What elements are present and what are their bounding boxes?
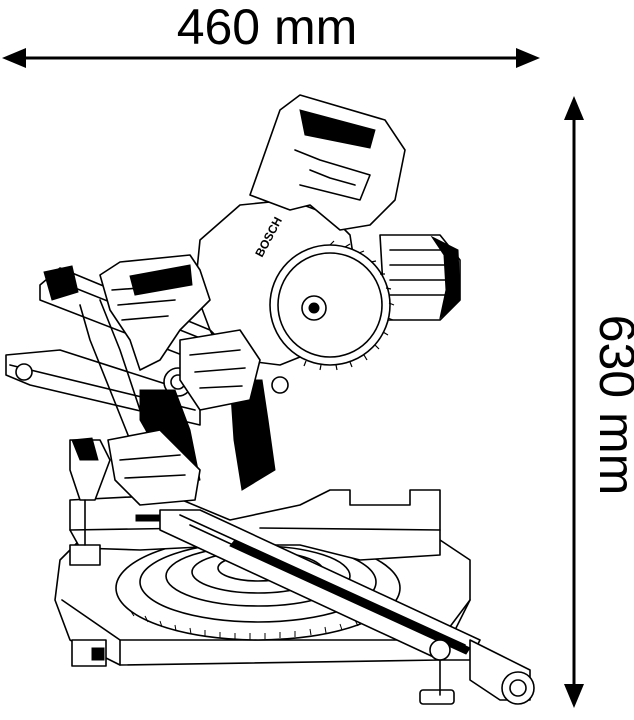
height-arrow-bottom-head <box>564 684 584 708</box>
top-handle <box>249 94 406 231</box>
height-label: 630 mm <box>589 315 634 496</box>
extension-rail <box>159 509 535 705</box>
width-dimension: 460 mm <box>2 0 540 68</box>
width-arrow-right-head <box>516 48 540 68</box>
saw-blade <box>269 240 395 394</box>
saw-fence <box>69 489 441 561</box>
saw-base <box>54 529 471 705</box>
tilt-assembly <box>107 329 276 506</box>
height-dimension: 630 mm <box>564 96 634 708</box>
width-label: 460 mm <box>177 0 358 55</box>
height-arrow-top-head <box>564 96 584 120</box>
miter-saw-illustration: BOSCH <box>5 94 535 705</box>
width-arrow-left-head <box>2 48 26 68</box>
